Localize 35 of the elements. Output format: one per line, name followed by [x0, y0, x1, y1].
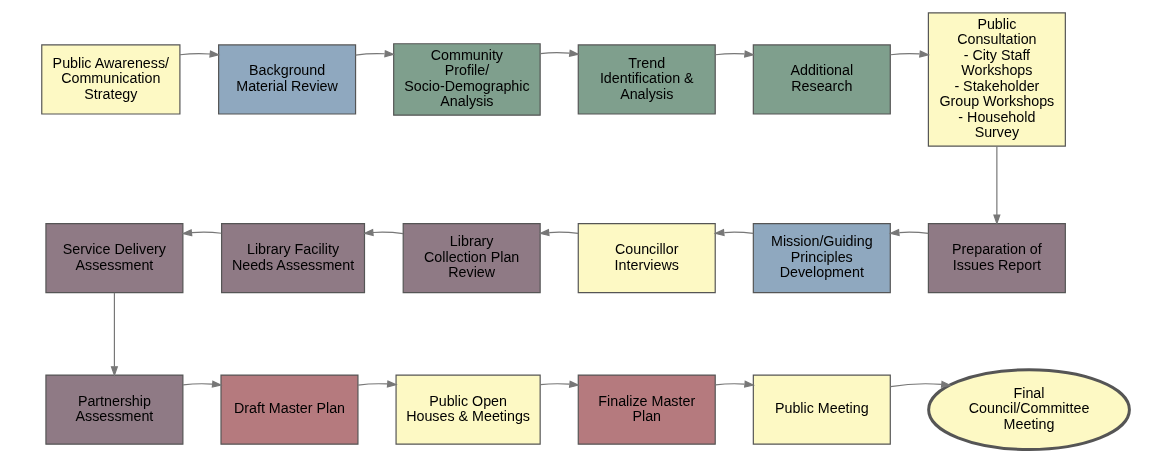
node-box: Trend Identification & Analysis [577, 44, 716, 115]
node-box: Background Material Review [218, 44, 357, 115]
node-box: Public Consultation - City Staff Workshops - Stakeholder Group Workshops - Household Survey [927, 12, 1066, 147]
arrow [538, 228, 579, 237]
node-box: Public Meeting [752, 374, 891, 445]
node-box: Public Open Houses & Meetings [395, 374, 541, 445]
arrow [355, 50, 396, 58]
arrow [888, 228, 929, 237]
arrow [539, 380, 580, 388]
node-ellipse: Final Council/Committee Meeting [927, 368, 1131, 451]
arrow [539, 49, 580, 57]
arrow [357, 380, 398, 388]
arrow [993, 145, 1001, 226]
node-box: Additional Research [752, 44, 891, 115]
node-box: Preparation of Issues Report [927, 222, 1066, 294]
arrow [713, 228, 754, 237]
arrow [889, 50, 931, 58]
node-box: Public Awareness/ Communication Strategy [41, 44, 181, 115]
arrow [362, 228, 404, 237]
node-box: Library Collection Plan Review [402, 222, 541, 294]
node-box: Councillor Interviews [577, 222, 716, 294]
arrow [179, 50, 221, 58]
arrow [714, 380, 756, 388]
node-box: Partnership Assessment [45, 374, 184, 445]
node-box: Draft Master Plan [220, 374, 359, 445]
node-box: Community Profile/ Socio-Demographic Analysis [393, 43, 541, 116]
node-box: Finalize Master Plan [577, 374, 716, 445]
node-box: Library Facility Needs Assessment [221, 222, 366, 294]
node-box: Service Delivery Assessment [45, 222, 184, 294]
node-box: Mission/Guiding Principles Development [752, 222, 891, 294]
arrow [110, 292, 119, 377]
arrow [181, 228, 222, 237]
arrow [182, 380, 223, 388]
arrow [714, 50, 756, 58]
arrow [890, 380, 952, 389]
